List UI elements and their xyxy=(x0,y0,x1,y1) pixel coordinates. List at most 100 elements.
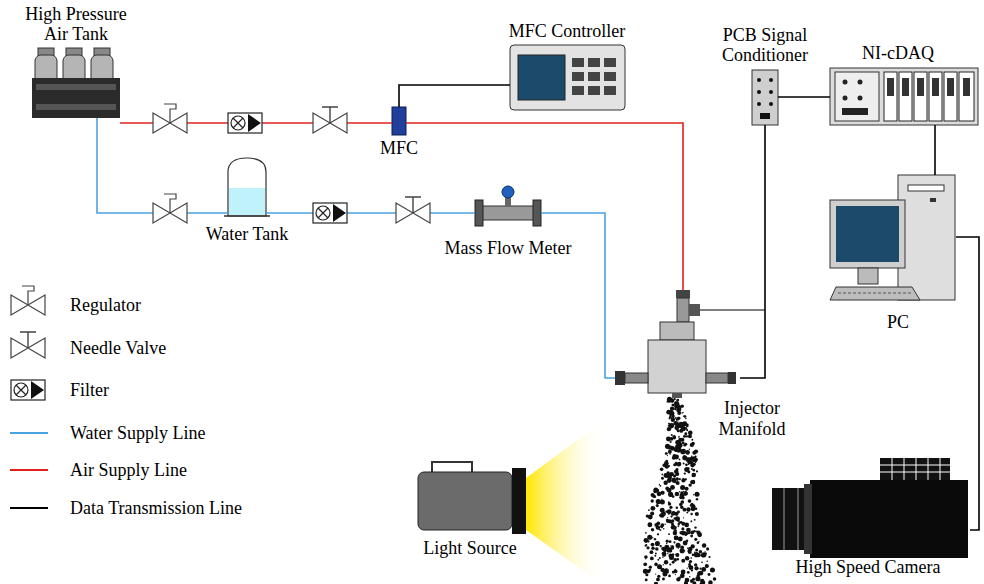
spray-droplet xyxy=(702,543,707,548)
supply-line xyxy=(541,213,615,378)
component-label: NI-cDAQ xyxy=(838,43,958,64)
spray-droplet xyxy=(676,473,679,476)
spray-droplet xyxy=(647,522,652,527)
spray-droplet xyxy=(680,449,685,454)
spray-droplet xyxy=(710,567,715,572)
spray-droplet xyxy=(661,473,663,475)
spray-droplet xyxy=(689,560,692,563)
spray-droplet xyxy=(684,523,689,528)
supply-line xyxy=(97,118,228,213)
spray-droplet xyxy=(682,428,684,430)
spray-droplet xyxy=(674,536,679,541)
mass-flow-meter: Mass Flow Meter xyxy=(475,186,541,226)
signal-conditioner: PCB Signal Conditioner xyxy=(752,70,778,125)
legend-regulator-sample xyxy=(11,286,45,315)
injector-manifold-icon xyxy=(615,290,765,398)
spray-droplet xyxy=(690,513,692,515)
spray-droplet xyxy=(659,485,661,487)
spray-droplet xyxy=(655,541,660,546)
water-spray xyxy=(643,397,716,584)
spray-droplet xyxy=(676,543,681,548)
spray-droplet xyxy=(680,500,684,504)
spray-droplet xyxy=(663,528,665,530)
spray-droplet xyxy=(671,423,673,425)
spray-droplet xyxy=(695,549,698,552)
spray-droplet xyxy=(657,533,659,535)
spray-droplet xyxy=(678,548,679,549)
spray-droplet xyxy=(670,437,674,441)
spray-droplet xyxy=(664,568,669,573)
spray-droplet xyxy=(676,506,679,509)
spray-droplet xyxy=(644,555,648,559)
legend-label: Filter xyxy=(70,380,109,401)
spray-droplet xyxy=(684,491,688,495)
mfc-icon xyxy=(392,107,406,135)
spray-droplet xyxy=(684,581,688,584)
spray-droplet xyxy=(675,554,676,555)
spray-droplet xyxy=(667,553,668,554)
legend-water-line-sample xyxy=(10,432,48,434)
spray-droplet xyxy=(674,570,678,574)
spray-droplet xyxy=(681,559,685,563)
spray-droplet xyxy=(694,563,697,566)
spray-droplet xyxy=(694,566,698,570)
spray-droplet xyxy=(677,399,680,402)
spray-droplet xyxy=(680,408,682,410)
spray-droplet xyxy=(690,579,694,583)
spray-droplet xyxy=(648,515,653,520)
spray-droplet xyxy=(690,520,692,522)
spray-droplet xyxy=(659,484,660,485)
component-label: Injector Manifold xyxy=(711,398,793,439)
legend-label: Needle Valve xyxy=(70,338,166,359)
spray-droplet xyxy=(671,434,673,436)
legend-label: Air Supply Line xyxy=(70,460,187,481)
spray-droplet xyxy=(686,507,691,512)
signal-conditioner-icon xyxy=(752,70,778,125)
spray-droplet xyxy=(688,431,693,436)
spray-droplet xyxy=(689,548,692,551)
spray-droplet xyxy=(681,527,684,530)
spray-droplet xyxy=(651,543,655,547)
spray-droplet xyxy=(682,412,683,413)
spray-droplet xyxy=(677,511,680,514)
spray-droplet xyxy=(659,557,661,559)
spray-droplet xyxy=(700,579,704,583)
daq-chassis: NI-cDAQ xyxy=(830,68,978,125)
spray-droplet xyxy=(680,491,683,494)
spray-droplet xyxy=(665,465,669,469)
spray-droplet xyxy=(695,492,700,497)
spray-droplet xyxy=(713,577,717,581)
spray-droplet xyxy=(674,398,676,400)
supply-line xyxy=(399,85,510,107)
light-source-icon xyxy=(418,422,602,584)
spray-droplet xyxy=(695,512,699,516)
daq-chassis-icon xyxy=(830,68,978,125)
spray-droplet xyxy=(663,564,664,565)
spray-droplet xyxy=(676,419,678,421)
spray-droplet xyxy=(696,470,698,472)
spray-droplet xyxy=(670,516,672,518)
spray-droplet xyxy=(674,408,676,410)
spray-droplet xyxy=(680,429,683,432)
high-speed-camera: High Speed Camera xyxy=(770,458,970,558)
spray-droplet xyxy=(690,443,694,447)
spray-droplet xyxy=(683,517,684,518)
spray-droplet xyxy=(662,553,666,557)
spray-droplet xyxy=(708,556,710,558)
component-label: Mass Flow Meter xyxy=(433,238,583,259)
spray-droplet xyxy=(688,483,691,486)
water-tank-icon xyxy=(224,158,270,216)
spray-droplet xyxy=(651,547,654,550)
filter-symbol xyxy=(228,113,262,133)
spray-droplet xyxy=(687,467,689,469)
spray-droplet xyxy=(666,519,670,523)
spray-droplet xyxy=(689,565,694,570)
spray-droplet xyxy=(689,576,690,577)
spray-droplet xyxy=(645,532,647,534)
spray-droplet xyxy=(660,513,665,518)
spray-droplet xyxy=(663,548,667,552)
spray-droplet xyxy=(668,575,671,578)
spray-droplet xyxy=(694,458,698,462)
spray-droplet xyxy=(693,530,696,533)
legend-data-line-sample xyxy=(10,507,48,509)
